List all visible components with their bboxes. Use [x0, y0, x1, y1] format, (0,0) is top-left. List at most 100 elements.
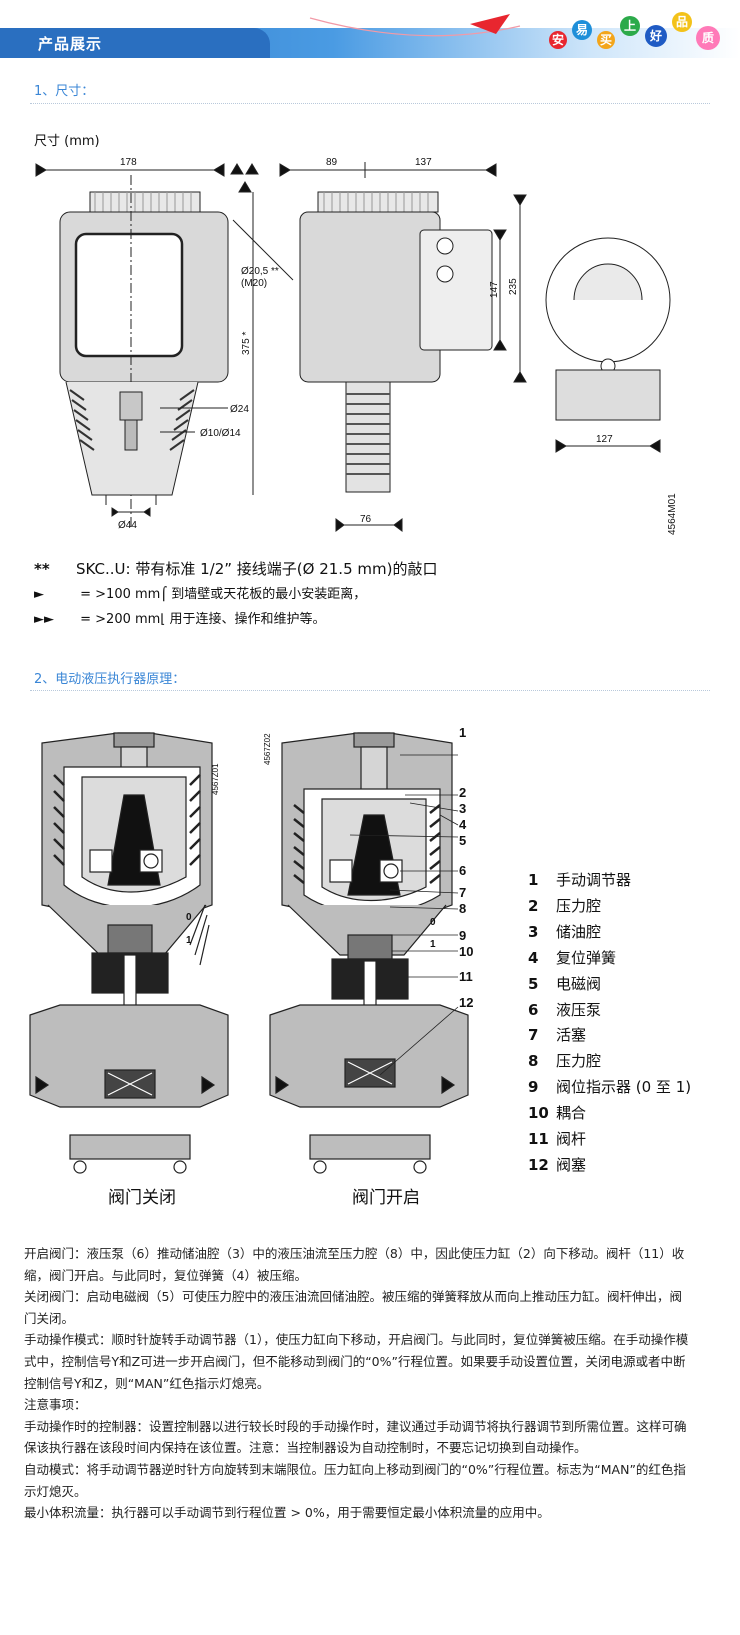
- legend-num: 6: [528, 1000, 539, 1019]
- dim-m20: (M20): [241, 278, 267, 289]
- dim-147: 147: [489, 281, 500, 298]
- dim-137: 137: [415, 157, 432, 168]
- callout-12: 12: [459, 995, 473, 1010]
- page-header: 产品展示 安 易 买 上 好 品 质: [0, 0, 740, 62]
- legend-item: 6 液压泵: [528, 998, 691, 1024]
- section-divider: [30, 690, 710, 691]
- slogan-dot: [549, 31, 567, 49]
- desc-paragraph: 注意事项：: [24, 1397, 87, 1413]
- slogan-dot: [672, 12, 692, 32]
- slogan-char: 上: [624, 18, 636, 33]
- legend-item: 2 压力腔: [528, 894, 691, 920]
- note-text: = >200 mm⌊ 用于连接、操作和维护等。: [76, 612, 326, 627]
- dim-89: 89: [326, 157, 338, 168]
- legend-item: 7 活塞: [528, 1023, 691, 1049]
- paper-plane-icon: [470, 14, 510, 34]
- drawing-title: 尺寸 (mm): [34, 134, 100, 149]
- slogan-char: 安: [552, 32, 564, 47]
- legend-label: 液压泵: [556, 1000, 602, 1019]
- slogan-char: 买: [600, 33, 612, 47]
- legend-item: 8 压力腔: [528, 1049, 691, 1075]
- valve-closed-drawing: [29, 732, 229, 1174]
- slogan-dot: [597, 31, 615, 49]
- legend-num: 8: [528, 1052, 539, 1071]
- drawing-code-open: 4567Z02: [263, 733, 272, 765]
- section-title-dimensions: 1、尺寸：: [34, 84, 95, 99]
- note-row: **SKC..U: 带有标准 1/2” 接线端子(Ø 21.5 mm)的敲口: [34, 557, 437, 582]
- operation-description: 开启阀门：液压泵（6）推动储油腔（3）中的液压油流至压力腔（8）中，因此使压力缸…: [24, 1243, 692, 1524]
- scale-1-closed: 1: [186, 935, 192, 946]
- legend-label: 复位弹簧: [556, 948, 617, 967]
- legend-label: 储油腔: [556, 922, 602, 941]
- slogan-dot: [645, 25, 667, 47]
- callout-6: 6: [459, 863, 466, 878]
- callout-1: 1: [459, 725, 466, 740]
- legend-label: 活塞: [556, 1026, 587, 1045]
- scale-0-open: 0: [430, 917, 436, 928]
- note-text: = >100 mm⌠ 到墙壁或天花板的最小安装距离，: [76, 587, 367, 602]
- legend-item: 4 复位弹簧: [528, 946, 691, 972]
- desc-paragraph: 关闭阀门：启动电磁阀（5）可使压力腔中的液压油流回储油腔。被压缩的弹簧释放从而向…: [24, 1289, 682, 1326]
- section-title-principle: 2、电动液压执行器原理：: [34, 672, 186, 687]
- header-slogan-banner: 安 易 买 上 好 品 质: [309, 12, 720, 50]
- scale-0-closed: 0: [186, 912, 192, 923]
- legend-num: 5: [528, 974, 539, 993]
- note-mark: ►►: [34, 612, 54, 627]
- side-view: [279, 162, 527, 532]
- end-view: [545, 237, 671, 453]
- dim-375: 375 *: [241, 332, 252, 355]
- callout-7: 7: [459, 885, 466, 900]
- dim-dia-24: Ø24: [230, 404, 249, 415]
- desc-paragraph: 开启阀门：液压泵（6）推动储油腔（3）中的液压油流至压力腔（8）中，因此使压力缸…: [24, 1246, 685, 1283]
- dimension-drawing: 178 89 137 Ø20,5 ** (M20) Ø24 Ø10/Ø14 Ø4…: [35, 157, 678, 535]
- legend-num: 2: [528, 896, 539, 915]
- header-title: 产品展示: [38, 35, 103, 53]
- note-text: SKC..U: 带有标准 1/2” 接线端子(Ø 21.5 mm)的敲口: [76, 560, 438, 578]
- desc-paragraph: 自动模式：将手动调节器逆时针方向旋转到末端限位。压力缸向上移动到阀门的“0%”行…: [24, 1461, 686, 1499]
- slogan-char: 易: [576, 23, 588, 37]
- header-tab: [0, 28, 270, 58]
- actuator-principle-diagram: 1 2 3 4 5 6 7 8 9 10 11 12 0 1 0 1 4567Z…: [29, 725, 473, 1174]
- legend-label: 电磁阀: [556, 974, 602, 993]
- dim-dia-20-5: Ø20,5 **: [241, 266, 279, 277]
- note-row: ► = >100 mm⌠ 到墙壁或天花板的最小安装距离，: [34, 582, 437, 607]
- dim-235: 235: [508, 278, 519, 295]
- valve-open-drawing: [269, 732, 469, 1174]
- legend-num: 4: [528, 948, 539, 967]
- legend-label: 压力腔: [556, 896, 602, 915]
- drawing-code-closed: 4567Z01: [211, 763, 220, 795]
- legend-label: 阀杆: [556, 1130, 587, 1149]
- slogan-dot: [620, 16, 640, 36]
- legend-num: 10: [528, 1104, 549, 1123]
- legend-label: 阀塞: [556, 1155, 587, 1174]
- desc-paragraph: 手动操作模式：顺时针旋转手动调节器（1），使压力缸向下移动，开启阀门。与此同时，…: [24, 1332, 689, 1391]
- front-view: [35, 163, 294, 530]
- dimension-notes: **SKC..U: 带有标准 1/2” 接线端子(Ø 21.5 mm)的敲口 ►…: [34, 557, 437, 632]
- note-mark: ►: [34, 587, 44, 602]
- legend-num: 9: [528, 1078, 539, 1097]
- callout-3: 3: [459, 801, 466, 816]
- dim-178: 178: [120, 157, 137, 168]
- section-divider: [30, 103, 710, 104]
- legend-label: 压力腔: [556, 1052, 602, 1071]
- dim-127: 127: [596, 434, 613, 445]
- callout-10: 10: [459, 944, 473, 959]
- callout-2: 2: [459, 785, 466, 800]
- callout-8: 8: [459, 901, 466, 916]
- dim-dia-10-14: Ø10/Ø14: [200, 428, 241, 439]
- legend-num: 7: [528, 1026, 539, 1045]
- slogan-dot: [696, 26, 720, 50]
- slogan-char: 质: [702, 30, 714, 45]
- scale-1-open: 1: [430, 939, 436, 950]
- legend-num: 12: [528, 1155, 549, 1174]
- desc-paragraph: 手动操作时的控制器：设置控制器以进行较长时段的手动操作时，建议通过手动调节将执行…: [24, 1418, 687, 1456]
- legend-num: 11: [528, 1130, 549, 1149]
- legend-item: 11 阀杆: [528, 1127, 691, 1153]
- callout-numbers: 1 2 3 4 5 6 7 8 9 10 11 12: [459, 725, 473, 1010]
- callout-9: 9: [459, 928, 466, 943]
